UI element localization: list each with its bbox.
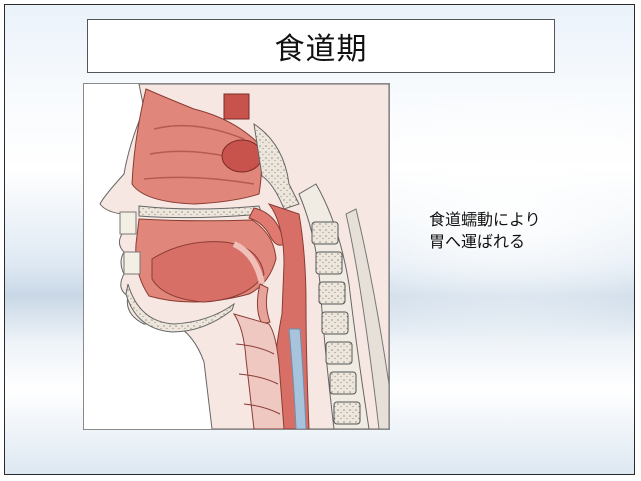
vertebra	[334, 402, 360, 424]
vertebra	[312, 222, 338, 244]
vertebra	[319, 282, 345, 304]
slide-title: 食道期	[275, 24, 368, 68]
head-neck-sagittal-image	[84, 84, 389, 429]
title-box: 食道期	[87, 19, 555, 73]
anatomy-illustration	[83, 83, 390, 430]
sphenoid-sinus	[222, 140, 262, 172]
slide: 食道期	[4, 4, 635, 475]
vertebra	[326, 342, 352, 364]
caption-line-1: 食道蠕動により	[429, 209, 619, 231]
caption-line-2: 胃へ運ばれる	[429, 231, 619, 253]
caption: 食道蠕動により 胃へ運ばれる	[429, 209, 619, 253]
vertebra	[316, 252, 342, 274]
vertebra	[330, 372, 356, 394]
vertebra	[322, 312, 348, 334]
